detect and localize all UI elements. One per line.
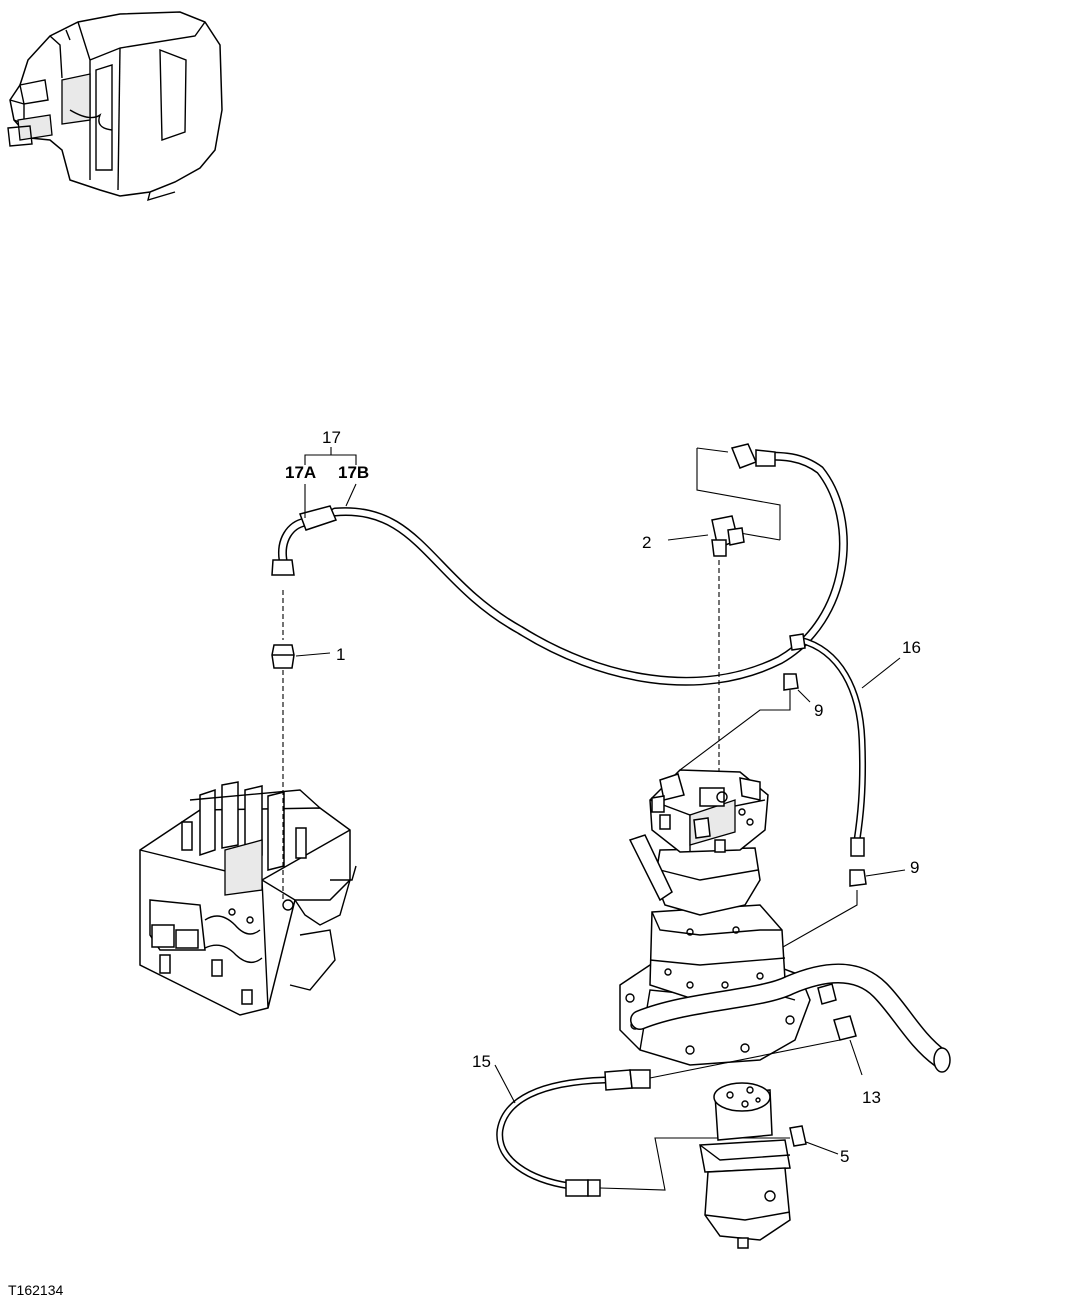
figure-id: T162134 — [8, 1282, 63, 1298]
hose-17 — [271, 443, 848, 686]
callout-17b: 17B — [338, 463, 369, 482]
callout-16: 16 — [902, 638, 921, 657]
callout-13: 13 — [862, 1088, 881, 1107]
callout-17-group: 17 17A 17B — [285, 428, 369, 518]
callout-17: 17 — [322, 428, 341, 447]
center-joint-icon — [699, 1082, 839, 1249]
return-pipe — [630, 963, 951, 1073]
hose-16 — [789, 633, 901, 857]
fitting-13 — [833, 1015, 863, 1076]
hose-15 — [494, 1039, 841, 1197]
callout-2: 2 — [642, 533, 651, 552]
control-valve-icon — [139, 781, 357, 1016]
callout-9-upper: 9 — [814, 701, 823, 720]
callout-17a: 17A — [285, 463, 316, 482]
callout-9-lower: 9 — [910, 858, 919, 877]
callout-5: 5 — [840, 1147, 849, 1166]
callout-15: 15 — [472, 1052, 491, 1071]
callout-1: 1 — [336, 645, 345, 664]
swing-motor-icon — [619, 769, 811, 1066]
fitting-1 — [271, 590, 331, 900]
fitting-2 — [667, 447, 781, 780]
excavator-cab-locator-icon — [7, 11, 223, 202]
fitting-9-upper — [679, 673, 811, 771]
